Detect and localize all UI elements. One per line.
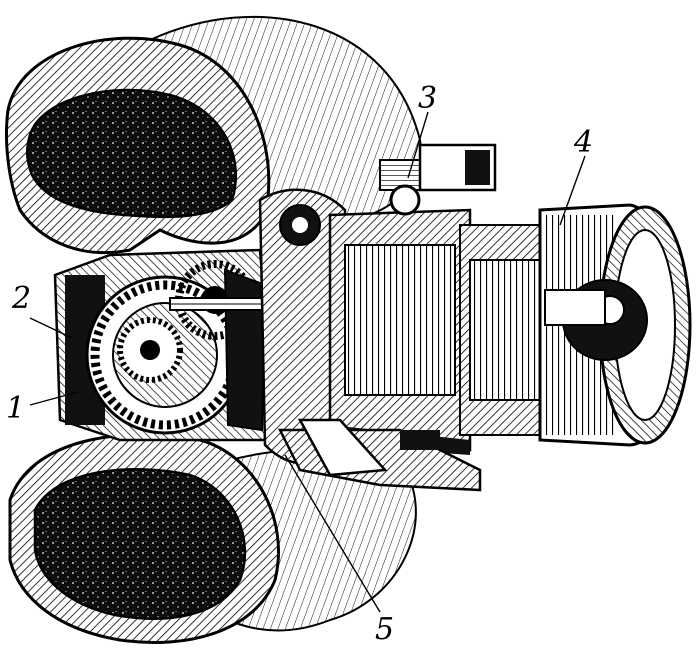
leader-line-5: [284, 454, 381, 613]
terminal-box: [379, 143, 497, 216]
support-arm: [277, 418, 482, 492]
callout-1: 1: [6, 391, 26, 426]
motor-housing: [328, 208, 472, 455]
leader-line-4: [559, 155, 586, 226]
leader-line-2: [29, 317, 73, 339]
callout-3: 3: [418, 81, 438, 116]
mounting-bracket: [258, 188, 347, 465]
callout-2: 2: [12, 281, 32, 316]
leader-line-1: [29, 391, 79, 406]
rotor-stator: [459, 224, 551, 436]
leader-line-3: [407, 111, 429, 179]
tire-section-bottom: [8, 433, 280, 644]
end-cap: [538, 203, 692, 447]
callout-5: 5: [375, 612, 395, 647]
tire-section-top: [5, 36, 271, 255]
callout-4: 4: [574, 125, 594, 160]
leader-lines: [29, 111, 586, 613]
